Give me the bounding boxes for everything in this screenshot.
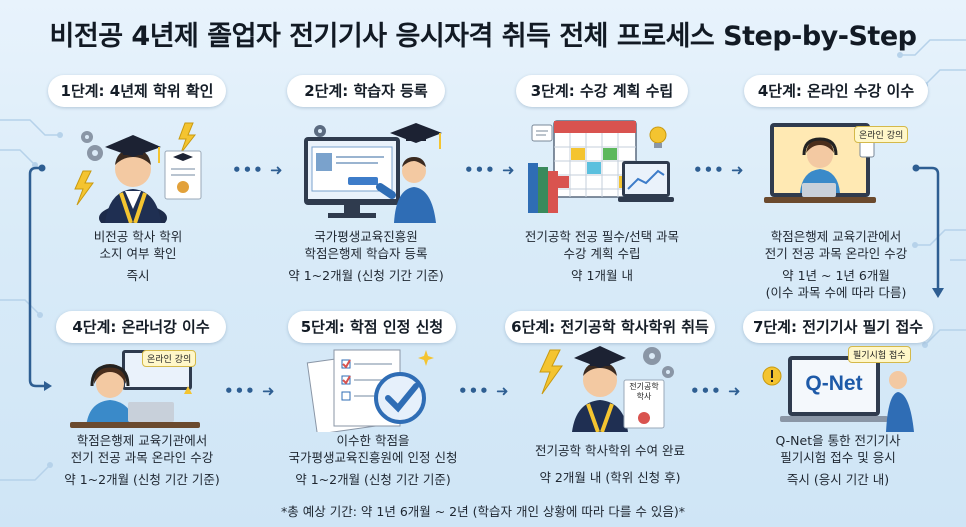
registration-illustration bbox=[304, 123, 442, 223]
step-1-desc: 비전공 학사 학위 소지 여부 확인 즉시 bbox=[46, 228, 230, 284]
step-7-desc-line2: 필기시험 접수 및 응시 bbox=[780, 450, 896, 465]
check-icon bbox=[374, 372, 426, 424]
step-4b-desc-line1: 학점은행제 교육기관에서 bbox=[76, 433, 208, 448]
step-1-label: 1단계: 4년제 학위 확인 bbox=[48, 75, 226, 107]
step-2-label: 2단계: 학습자 등록 bbox=[287, 75, 445, 107]
step-3-duration: 약 1개월 내 bbox=[571, 268, 633, 283]
step-5-label: 5단계: 학점 인정 신청 bbox=[288, 311, 456, 343]
arrow-4-5: ••• ➜ bbox=[224, 382, 276, 400]
step-4b-label: 4단계: 온라너강 이수 bbox=[56, 311, 226, 343]
step-3-desc: 전기공학 전공 필수/선택 과목 수강 계획 수립 약 1개월 내 bbox=[500, 228, 704, 284]
degree-tag-line2: 학사 bbox=[636, 392, 652, 401]
gear-icon bbox=[81, 131, 103, 161]
total-duration-note: *총 예상 기간: 약 1년 6개월 ~ 2년 (학습자 개인 상황에 따라 다… bbox=[281, 504, 685, 519]
step-4b-duration: 약 1~2개월 (신청 기간 기준) bbox=[64, 472, 220, 487]
step-4-desc-line2: 전기 전공 과목 온라인 수강 bbox=[764, 246, 908, 261]
qnet-illustration bbox=[762, 356, 914, 432]
step-7-desc-line1: Q-Net을 통한 전기기사 bbox=[775, 433, 901, 448]
lightning-icon-2 bbox=[539, 349, 563, 395]
graduate-illustration bbox=[74, 122, 202, 223]
step-3-label: 3단계: 수강 계획 수립 bbox=[516, 75, 688, 107]
step-6-desc: 전기공학 학사학위 수여 완료 약 2개월 내 (학위 신청 후) bbox=[508, 442, 712, 486]
arrow-2-3: ••• ➜ bbox=[464, 161, 516, 179]
step-5-desc-line2: 국가평생교육진흥원에 인정 신청 bbox=[288, 450, 458, 465]
step-2-desc-line2: 학점은행제 학습자 등록 bbox=[304, 246, 428, 261]
step-6-desc-line1: 전기공학 학사학위 수여 완료 bbox=[535, 443, 685, 458]
step-5-desc: 이수한 학점을 국가평생교육진흥원에 인정 신청 약 1~2개월 (신청 기간 … bbox=[266, 432, 480, 488]
step-1-desc-line1: 비전공 학사 학위 bbox=[93, 229, 183, 244]
step-6-duration: 약 2개월 내 (학위 신청 후) bbox=[539, 470, 681, 485]
step-3-desc-line2: 수강 계획 수립 bbox=[563, 246, 641, 261]
lightbulb-icon bbox=[649, 126, 667, 144]
online-study-illustration bbox=[764, 123, 876, 203]
step-4-label: 4단계: 온라인 수강 이수 bbox=[744, 75, 928, 107]
step-4b-desc-line2: 전기 전공 과목 온라인 수강 bbox=[70, 450, 214, 465]
online-lecture-tag: 온라인 강의 bbox=[854, 126, 909, 143]
step-2-duration: 약 1~2개월 (신청 기간 기준) bbox=[288, 268, 444, 283]
step-4-duration-note: (이수 과목 수에 따라 다름) bbox=[765, 285, 907, 300]
step-1-duration: 즉시 bbox=[126, 268, 150, 283]
exam-registration-tag: 필기시험 접수 bbox=[848, 346, 911, 363]
qnet-logo: Q-Net bbox=[805, 372, 863, 395]
step-5-duration: 약 1~2개월 (신청 기간 기준) bbox=[295, 472, 451, 487]
degree-illustration bbox=[539, 346, 674, 432]
step-4-desc-line1: 학점은행제 교육기관에서 bbox=[770, 229, 902, 244]
step-7-duration: 즉시 (응시 기간 내) bbox=[786, 472, 890, 487]
step-2-desc-line1: 국가평생교육진흥원 bbox=[314, 229, 418, 244]
step-4b-desc: 학점은행제 교육기관에서 전기 전공 과목 온라인 수강 약 1~2개월 (신청… bbox=[40, 432, 244, 488]
degree-tag: 전기공학 학사 bbox=[626, 382, 662, 402]
step-2-desc: 국가평생교육진흥원 학점은행제 학습자 등록 약 1~2개월 (신청 기간 기준… bbox=[268, 228, 464, 284]
arrow-6-7: ••• ➜ bbox=[690, 382, 742, 400]
arrow-3-4: ••• ➜ bbox=[693, 161, 745, 179]
degree-tag-line1: 전기공학 bbox=[629, 382, 659, 391]
step-1-desc-line2: 소지 여부 확인 bbox=[99, 246, 177, 261]
step-6-label: 6단계: 전기공학 학사학위 취득 bbox=[505, 311, 715, 343]
step-7-desc: Q-Net을 통한 전기기사 필기시험 접수 및 응시 즉시 (응시 기간 내) bbox=[738, 432, 938, 488]
notification-icon bbox=[184, 386, 192, 394]
lightning-icon bbox=[74, 170, 94, 206]
step-4-desc: 학점은행제 교육기관에서 전기 전공 과목 온라인 수강 약 1년 ~ 1년 6… bbox=[730, 228, 942, 301]
online-lecture-tag-2: 온라인 강의 bbox=[142, 350, 197, 367]
step-4-duration: 약 1년 ~ 1년 6개월 bbox=[782, 268, 890, 283]
step-7-label: 7단계: 전기기사 필기 접수 bbox=[743, 311, 933, 343]
documents-illustration bbox=[306, 349, 434, 432]
arrow-5-6: ••• ➜ bbox=[458, 382, 510, 400]
arrow-1-2: ••• ➜ bbox=[232, 161, 284, 179]
planning-illustration bbox=[528, 120, 674, 213]
step-5-desc-line1: 이수한 학점을 bbox=[336, 433, 410, 448]
step-3-desc-line1: 전기공학 전공 필수/선택 과목 bbox=[524, 229, 680, 244]
page-title: 비전공 4년제 졸업자 전기기사 응시자격 취득 전체 프로세스 Step-by… bbox=[49, 21, 917, 52]
